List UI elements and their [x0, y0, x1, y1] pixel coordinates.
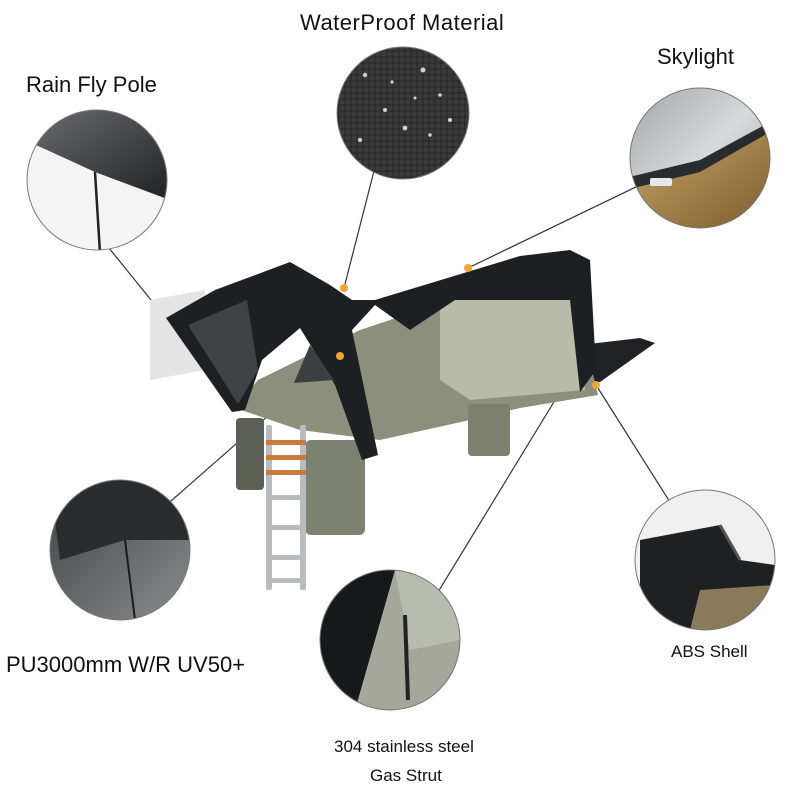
- roof-tent: [150, 250, 655, 590]
- detail-abs-shell: [634, 489, 776, 631]
- marker-waterproof: [340, 284, 348, 292]
- marker-pu: [336, 352, 344, 360]
- detail-waterproof-material: [336, 46, 470, 180]
- leader-waterproof: [343, 170, 375, 289]
- detail-gas-strut: [319, 569, 461, 711]
- marker-abs: [592, 381, 600, 389]
- detail-skylight: [629, 87, 771, 229]
- label-skylight: Skylight: [657, 44, 735, 69]
- label-abs-shell: ABS Shell: [671, 642, 748, 661]
- label-rain-fly-pole: Rain Fly Pole: [26, 72, 157, 97]
- label-waterproof-material: WaterProof Material: [300, 10, 505, 35]
- label-gas-strut: Gas Strut: [370, 766, 442, 785]
- markers: [336, 264, 600, 389]
- telescopic-ladder: [266, 425, 306, 590]
- marker-skylight: [464, 264, 472, 272]
- leader-skylight: [467, 185, 639, 269]
- label-pu-rating: PU3000mm W/R UV50+: [6, 652, 246, 677]
- leader-abs: [595, 384, 676, 511]
- detail-pu-fabric: [49, 479, 191, 621]
- detail-rain-fly-pole: [26, 109, 168, 251]
- label-stainless-steel: 304 stainless steel: [334, 737, 474, 756]
